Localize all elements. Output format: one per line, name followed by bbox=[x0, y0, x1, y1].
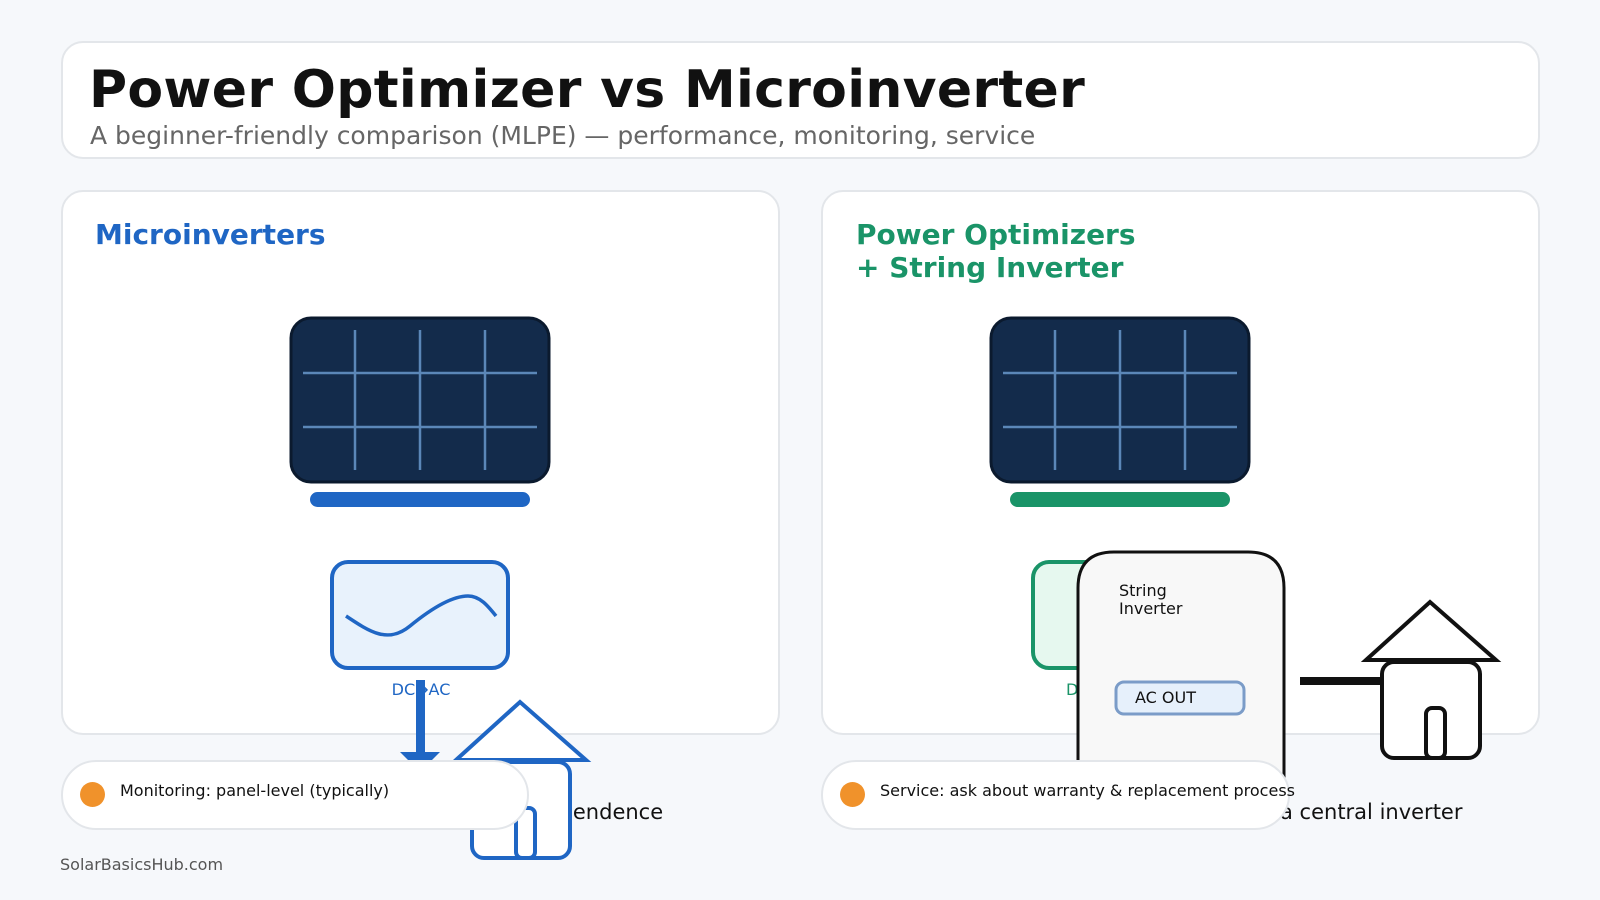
bullet-dot-icon bbox=[840, 782, 865, 807]
optimizers-title-line1: Power Optimizers bbox=[856, 218, 1136, 251]
page-subtitle: A beginner-friendly comparison (MLPE) — … bbox=[90, 121, 1036, 150]
microinverter-bar bbox=[310, 492, 530, 507]
ac-out-label: AC OUT bbox=[1135, 688, 1196, 707]
header-card bbox=[61, 41, 1540, 159]
monitoring-note-text: Monitoring: panel-level (typically) bbox=[120, 781, 390, 800]
optimizers-title-line2: + String Inverter bbox=[856, 251, 1124, 284]
optimizer-label: D bbox=[1066, 680, 1078, 699]
string-inverter-label-1: String bbox=[1119, 581, 1167, 600]
microinverters-title-line: Microinverters bbox=[95, 218, 326, 251]
page-title: Power Optimizer vs Microinverter bbox=[89, 60, 1086, 120]
monitoring-note bbox=[61, 760, 529, 830]
string-inverter-label-2: Inverter bbox=[1119, 599, 1183, 618]
ac-wire bbox=[1300, 677, 1390, 685]
microinverter-device: DC→AC bbox=[330, 560, 510, 699]
string-inverter: String Inverter AC OUT bbox=[1076, 550, 1286, 780]
right-caption-text: a central inverter bbox=[1280, 800, 1463, 824]
sine-wave-icon bbox=[345, 594, 498, 637]
solar-panel-icon bbox=[289, 316, 551, 484]
service-note-text: Service: ask about warranty & replacemen… bbox=[880, 781, 1295, 800]
service-note bbox=[821, 760, 1290, 830]
house-icon bbox=[1360, 599, 1502, 760]
microinverters-title: Microinverters bbox=[95, 218, 326, 251]
solar-panel-icon bbox=[989, 316, 1251, 484]
optimizer-bar bbox=[1010, 492, 1230, 507]
bullet-dot-icon bbox=[80, 782, 105, 807]
footer-credit: SolarBasicsHub.com bbox=[60, 855, 224, 874]
optimizers-title: Power Optimizers + String Inverter bbox=[856, 218, 1136, 284]
